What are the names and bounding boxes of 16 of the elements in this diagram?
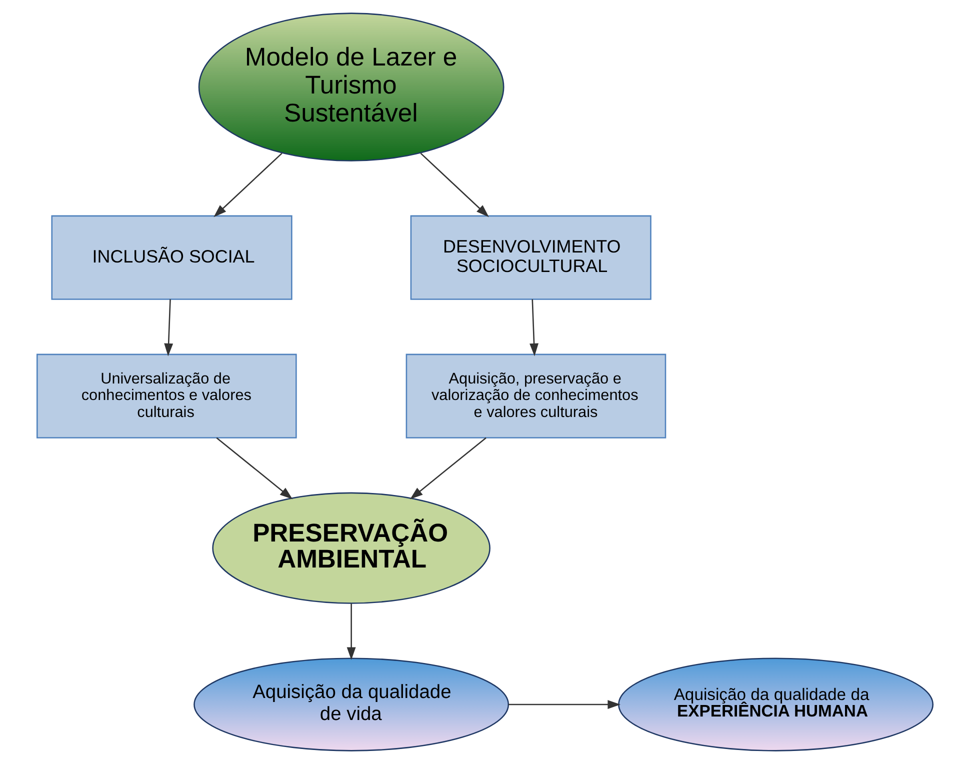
node-ellipse: Aquisição da qualidade de vida	[193, 658, 509, 752]
arrow	[529, 299, 538, 356]
arrow	[164, 299, 173, 356]
arrow	[420, 152, 488, 218]
arrow	[410, 437, 486, 500]
arrow	[346, 604, 356, 660]
node-ellipse: PRESERVAÇÃO AMBIENTAL	[212, 492, 490, 604]
arrow	[213, 152, 282, 218]
node-box: Aquisição, preservação e valorização de conhecimentos e valores culturais	[405, 354, 666, 438]
arrow	[216, 437, 292, 500]
node-box: INCLUSÃO SOCIAL	[50, 215, 292, 300]
node-ellipse: Aquisição da qualidade da EXPERIÊNCIA HUMANA	[618, 658, 933, 752]
node-box: DESENVOLVIMENTO SOCIOCULTURAL	[410, 215, 651, 300]
node-ellipse: Modelo de Lazer e Turismo Sustentável	[198, 12, 504, 162]
node-box: Universalização de conhecimentos e valores culturais	[36, 354, 296, 438]
arrow	[508, 700, 620, 710]
